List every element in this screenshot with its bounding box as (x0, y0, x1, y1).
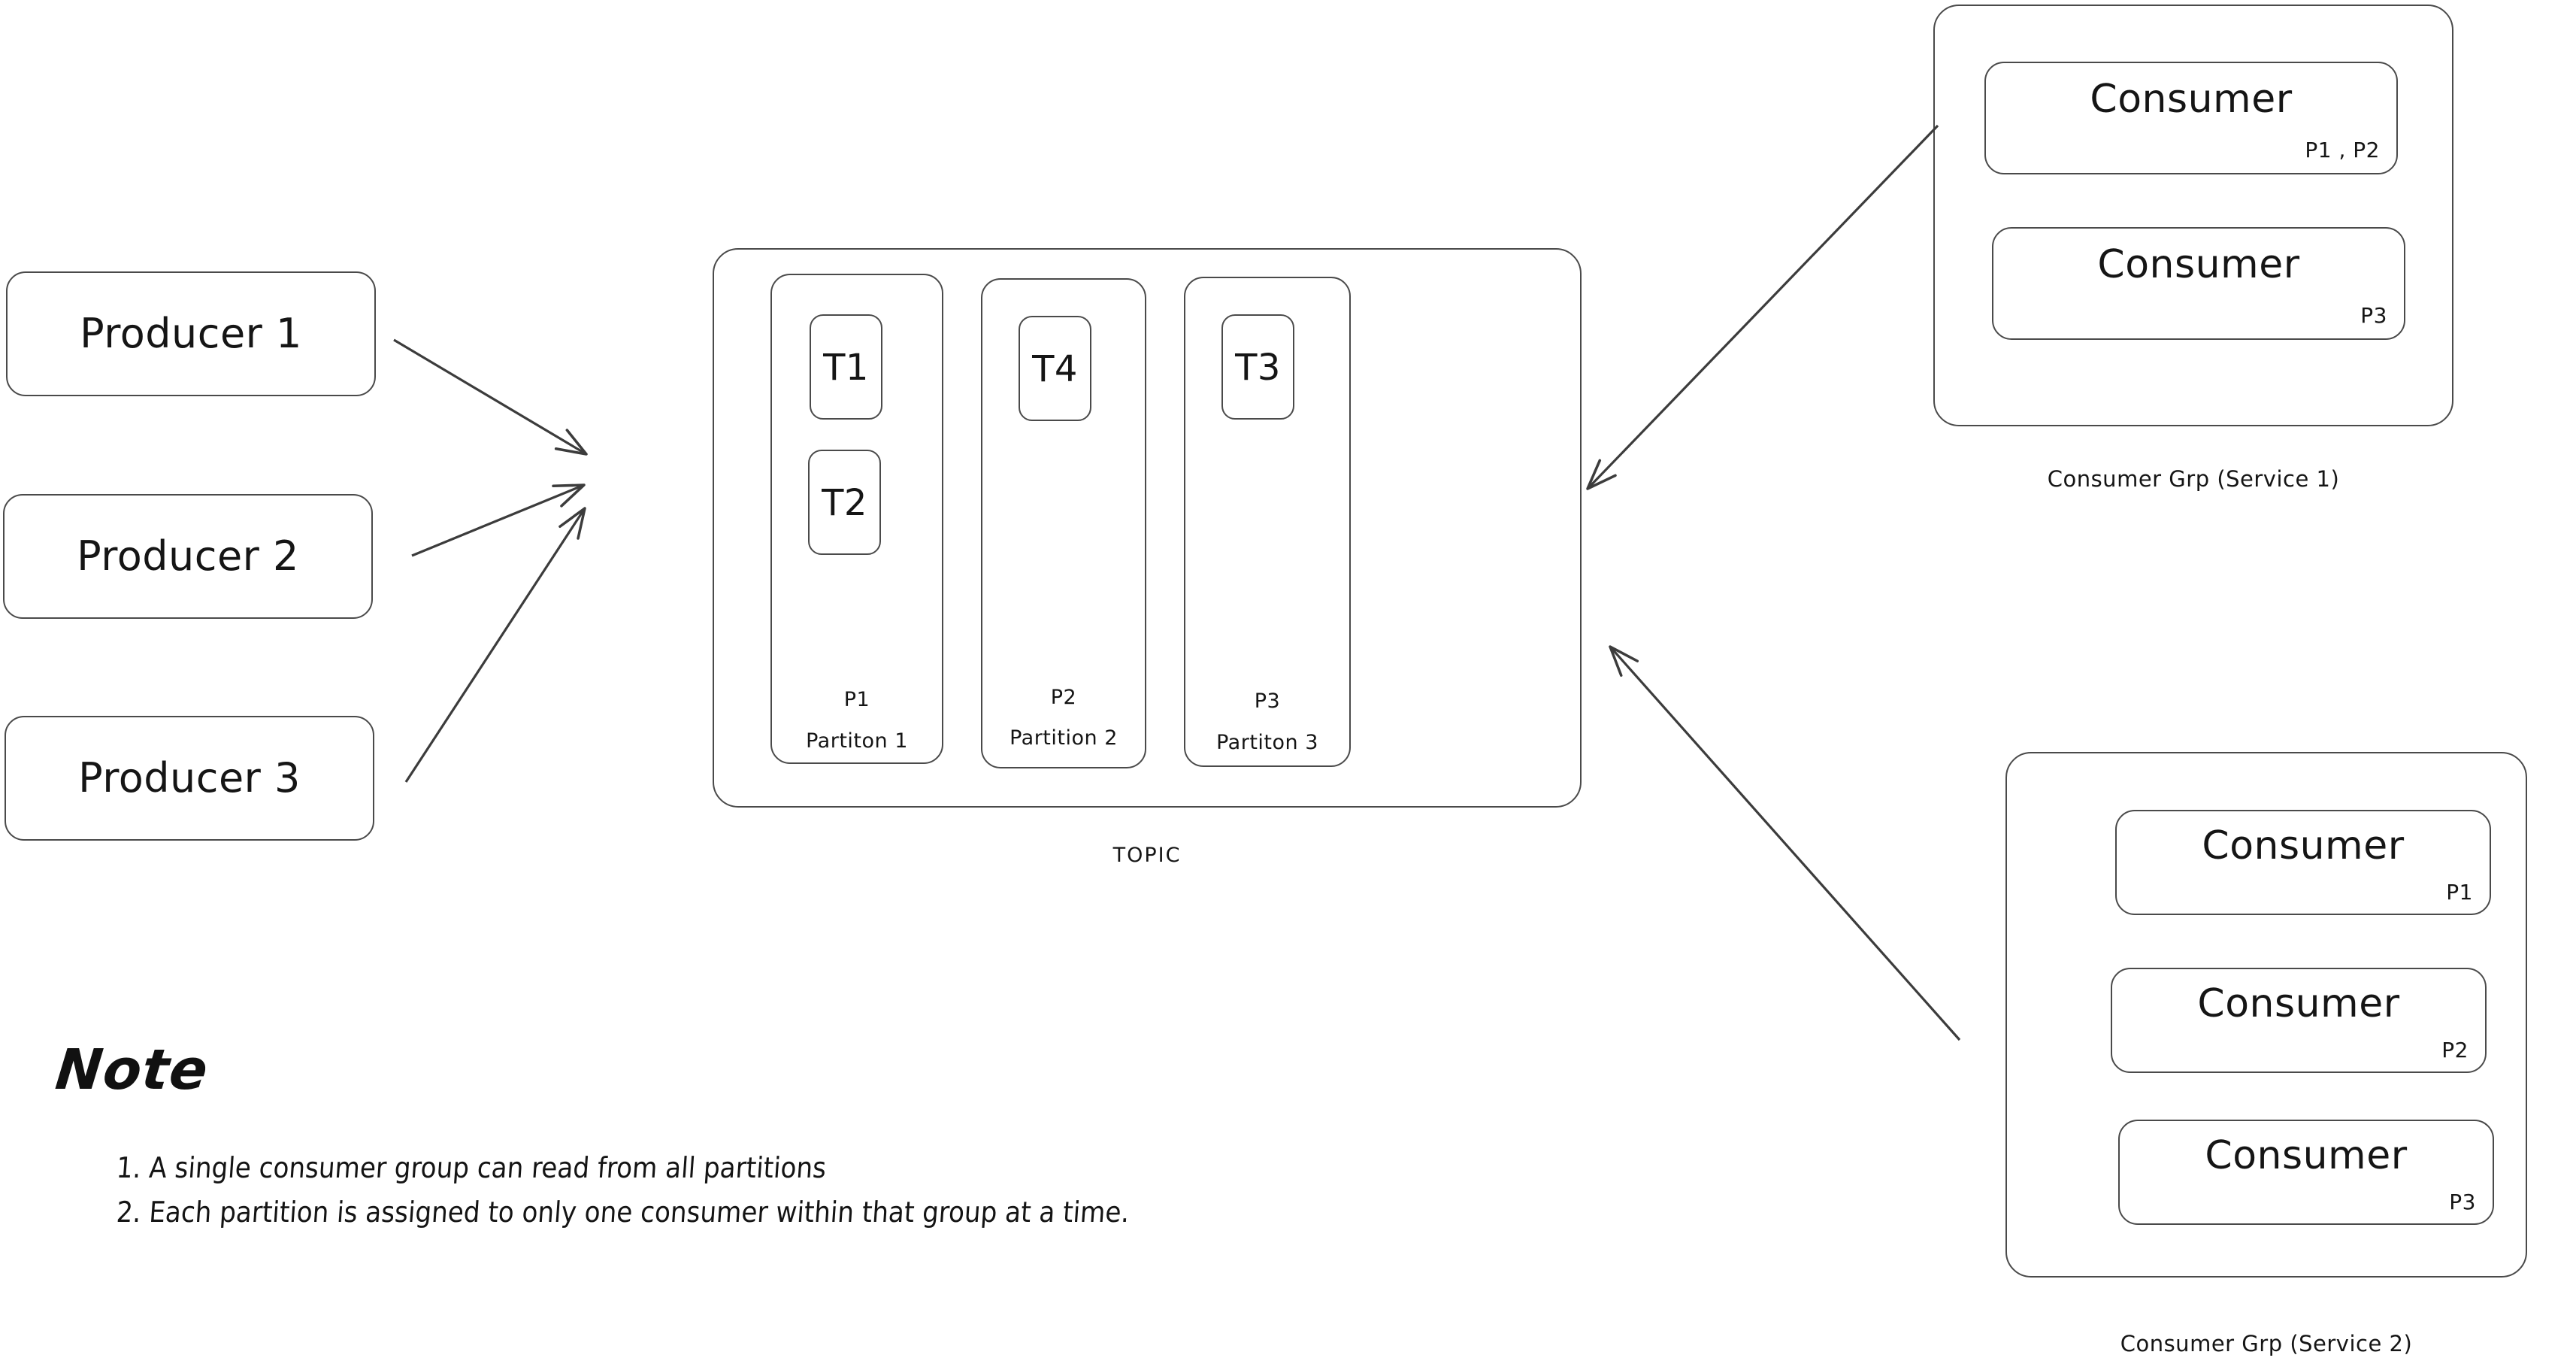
partition-box-1[interactable]: T1 T2 P1 Partiton 1 (770, 274, 943, 764)
consumer-group-caption-1: Consumer Grp (Service 1) (2047, 466, 2340, 492)
consumer-label: Consumer (2097, 242, 2300, 287)
message-box-t2[interactable]: T2 (808, 450, 881, 555)
arrow-topic-to-consumer-group-2 (1609, 645, 1961, 1041)
consumer-group-caption-2: Consumer Grp (Service 2) (2120, 1331, 2413, 1356)
consumer-label: Consumer (2205, 1133, 2408, 1178)
partition-assignment-label: P1 , P2 (2305, 138, 2380, 162)
note-item-2: 2. Each partition is assigned to only on… (115, 1195, 1131, 1229)
producer-label: Producer 3 (78, 754, 301, 802)
message-label: T4 (1032, 348, 1078, 390)
consumer-group-box-2: Consumer P1 Consumer P2 Consumer P3 (2005, 752, 2527, 1278)
consumer-box-cg2-1[interactable]: Consumer P1 (2115, 810, 2491, 915)
consumer-label: Consumer (2202, 823, 2405, 868)
consumer-group-box-1: Consumer P1 , P2 Consumer P3 (1933, 5, 2453, 426)
arrow-producer3-to-topic (404, 507, 586, 783)
note-item-1: 1. A single consumer group can read from… (115, 1151, 828, 1184)
consumer-label: Consumer (2197, 981, 2400, 1026)
topic-caption: TOPIC (1112, 844, 1182, 867)
partition-name: Partiton 3 (1216, 731, 1318, 754)
producer-label: Producer 2 (77, 532, 299, 580)
topic-container: T1 T2 P1 Partiton 1 T4 P2 Partition 2 T3… (713, 248, 1582, 808)
partition-name: Partiton 1 (806, 729, 908, 753)
message-label: T1 (823, 347, 869, 389)
arrow-topic-to-consumer-group-1 (1586, 124, 1939, 490)
producer-box-3[interactable]: Producer 3 (5, 716, 374, 841)
partition-assignment-label: P3 (2360, 303, 2387, 328)
partition-box-2[interactable]: T4 P2 Partition 2 (981, 278, 1146, 768)
producer-label: Producer 1 (80, 310, 302, 357)
consumer-box-cg1-1[interactable]: Consumer P1 , P2 (1984, 62, 2398, 174)
partition-code: P3 (1254, 690, 1281, 713)
message-box-t4[interactable]: T4 (1019, 316, 1091, 421)
message-box-t1[interactable]: T1 (810, 314, 882, 420)
partition-code: P1 (843, 688, 870, 711)
note-heading: Note (53, 1038, 212, 1102)
consumer-box-cg2-3[interactable]: Consumer P3 (2118, 1120, 2494, 1225)
message-label: T2 (822, 482, 867, 524)
partition-code: P2 (1050, 686, 1077, 709)
consumer-box-cg2-2[interactable]: Consumer P2 (2111, 968, 2487, 1073)
producer-box-2[interactable]: Producer 2 (3, 494, 373, 619)
consumer-label: Consumer (2090, 77, 2293, 122)
message-box-t3[interactable]: T3 (1221, 314, 1294, 420)
partition-name: Partition 2 (1010, 726, 1118, 750)
message-label: T3 (1235, 347, 1281, 389)
partition-assignment-label: P1 (2446, 880, 2473, 905)
arrow-producer1-to-topic (393, 338, 588, 456)
partition-assignment-label: P2 (2441, 1038, 2469, 1062)
producer-box-1[interactable]: Producer 1 (6, 271, 376, 396)
partition-box-3[interactable]: T3 P3 Partiton 3 (1184, 277, 1351, 767)
note-block: Note 1. A single consumer group can read… (53, 1038, 1481, 1235)
consumer-box-cg1-2[interactable]: Consumer P3 (1992, 227, 2405, 340)
partition-assignment-label: P3 (2449, 1190, 2476, 1214)
arrow-producer2-to-topic (411, 483, 586, 557)
